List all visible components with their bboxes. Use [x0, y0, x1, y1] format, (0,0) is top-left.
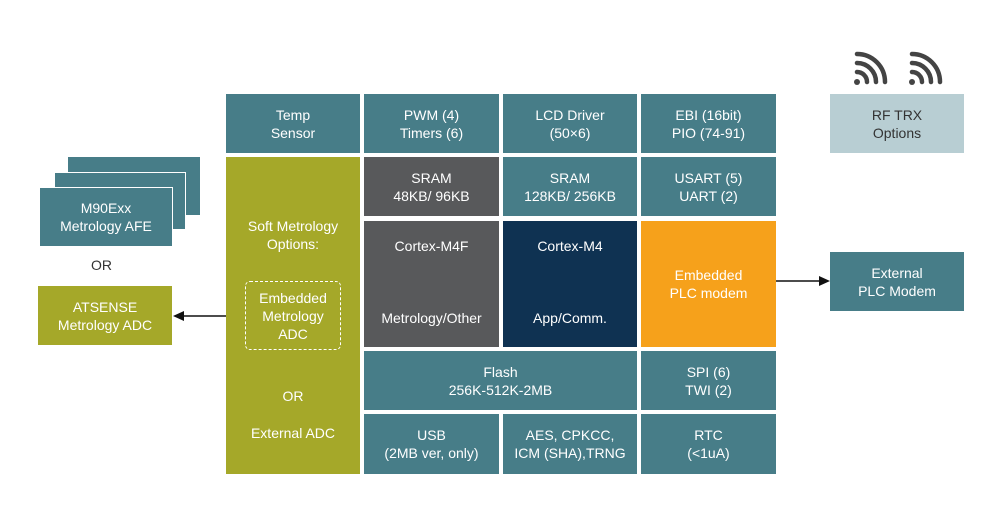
label: (2MB ver, only) — [384, 445, 479, 461]
label: Soft Metrology — [247, 218, 339, 234]
usart-block: USART (5)UART (2) — [641, 157, 776, 216]
label: Sensor — [270, 124, 316, 141]
label: ICM (SHA),TRNG — [514, 445, 626, 461]
label: Metrology ADC — [57, 316, 153, 333]
label: RF TRX — [871, 106, 923, 123]
label: M90Exx — [80, 200, 132, 216]
label: Options: — [266, 236, 320, 252]
label: AES, CPKCC, — [525, 427, 615, 443]
label: SRAM — [411, 169, 452, 186]
label: EBI (16bit) — [675, 106, 742, 123]
external-adc-label: External ADC — [250, 425, 336, 441]
label: SPI (6) — [686, 363, 731, 380]
label: PIO (74-91) — [671, 124, 746, 141]
lcd-driver-block: LCD Driver(50×6) — [503, 94, 637, 153]
wifi-icon — [854, 51, 888, 85]
label: Embedded — [674, 267, 743, 283]
label: (<1uA) — [687, 445, 730, 461]
arrow-to-external-plc — [776, 276, 830, 286]
label: Metrology — [262, 307, 324, 324]
label: Metrology AFE — [60, 218, 152, 234]
label: 48KB/ 96KB — [393, 187, 470, 204]
ebi-pio-block: EBI (16bit)PIO (74-91) — [641, 94, 776, 153]
cortex-m4f-block: Cortex-M4F Metrology/Other — [364, 221, 499, 347]
label: RTC — [694, 427, 723, 443]
label: ATSENSE — [72, 298, 138, 315]
label: Timers (6) — [399, 124, 464, 141]
or-label: OR — [91, 257, 112, 273]
label: TWI (2) — [685, 381, 732, 398]
label: PLC Modem — [858, 282, 936, 299]
label: Embedded — [259, 289, 327, 306]
arrow-to-atsense — [173, 311, 226, 321]
label: App/Comm. — [533, 310, 607, 326]
label: USB — [417, 427, 446, 443]
label: PLC modem — [669, 285, 748, 301]
label: Cortex-M4F — [394, 238, 469, 254]
label: 128KB/ 256KB — [524, 187, 616, 204]
usb-block: USB (2MB ver, only) — [364, 414, 499, 474]
label: ADC — [278, 325, 308, 342]
label: Flash — [483, 363, 518, 380]
label: LCD Driver — [535, 106, 605, 123]
pwm-timers-block: PWM (4)Timers (6) — [364, 94, 499, 153]
label: Cortex-M4 — [537, 238, 603, 254]
label: Metrology/Other — [381, 310, 482, 326]
spi-twi-block: SPI (6)TWI (2) — [641, 351, 776, 410]
rtc-block: RTC (<1uA) — [641, 414, 776, 474]
label: SRAM — [549, 169, 591, 186]
label: External — [871, 264, 923, 281]
wifi-icon — [909, 51, 943, 85]
label: USART (5) — [674, 169, 743, 186]
label: Options — [872, 124, 922, 141]
label: Temp — [275, 106, 311, 123]
label: (50×6) — [549, 124, 591, 141]
or-label: OR — [282, 388, 304, 404]
aes-crypto-block: AES, CPKCC, ICM (SHA),TRNG — [503, 414, 637, 474]
label: PWM (4) — [403, 106, 460, 123]
label: 256K-512K-2MB — [448, 381, 553, 398]
label: UART (2) — [679, 187, 738, 204]
